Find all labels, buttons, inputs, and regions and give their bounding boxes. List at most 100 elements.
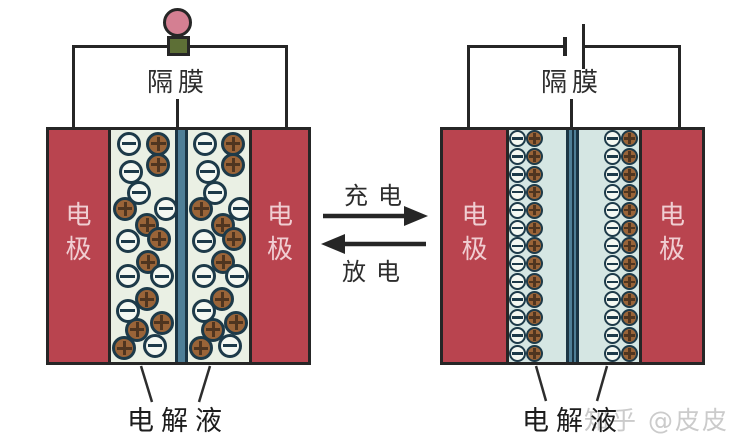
negative-ion bbox=[115, 264, 140, 289]
positive-ion bbox=[526, 219, 543, 237]
left-circuit-wire-right bbox=[285, 45, 288, 128]
negative-ion bbox=[604, 309, 621, 327]
positive-ion bbox=[526, 237, 543, 255]
discharge-arrow bbox=[321, 234, 426, 254]
electrode-label: 电 极 bbox=[443, 118, 506, 350]
positive-ion bbox=[621, 326, 638, 344]
electrolyte-zone-left bbox=[111, 130, 175, 362]
negative-ion bbox=[218, 333, 243, 358]
negative-ion bbox=[604, 255, 621, 273]
negative-ion bbox=[224, 264, 249, 289]
negative-ion bbox=[150, 264, 175, 289]
light-bulb-base-icon bbox=[167, 36, 190, 56]
electrode-right: 电 极 bbox=[639, 130, 702, 362]
positive-ion bbox=[221, 152, 246, 177]
positive-ion bbox=[526, 326, 543, 344]
negative-ion bbox=[509, 183, 526, 201]
electrolyte-gap bbox=[579, 130, 604, 362]
negative-ion bbox=[604, 219, 621, 237]
positive-ion bbox=[211, 250, 236, 275]
negative-ion bbox=[604, 344, 621, 362]
right-circuit-wire-top-left bbox=[467, 45, 566, 48]
positive-ion bbox=[136, 250, 161, 275]
electrode-label-char2: 极 bbox=[658, 235, 685, 265]
electrode-label-char1: 电 bbox=[266, 201, 293, 232]
right-circuit-wire-top-right bbox=[583, 45, 681, 48]
separator-membrane bbox=[566, 130, 579, 362]
electrolyte-pointer-line bbox=[197, 365, 212, 403]
positive-ion bbox=[621, 147, 638, 165]
negative-ion bbox=[509, 255, 526, 273]
electrode-label-char2: 极 bbox=[65, 235, 92, 265]
negative-ion bbox=[604, 326, 621, 344]
separator-membrane bbox=[175, 130, 188, 362]
negative-ion bbox=[116, 229, 141, 254]
positive-ion-column bbox=[621, 130, 639, 362]
electrode-label-char2: 极 bbox=[266, 235, 293, 265]
positive-ion bbox=[146, 152, 171, 177]
separator-label-left: 隔膜 bbox=[146, 68, 209, 98]
electrode-label: 电 极 bbox=[49, 118, 108, 350]
negative-ion bbox=[509, 219, 526, 237]
electrode-label-char1: 电 bbox=[65, 201, 92, 232]
positive-ion bbox=[621, 291, 638, 309]
electrolyte-label-right: 电解液 bbox=[522, 406, 624, 437]
negative-ion bbox=[604, 130, 621, 147]
positive-ion bbox=[621, 183, 638, 201]
positive-ion bbox=[621, 237, 638, 255]
negative-ion bbox=[228, 196, 249, 221]
right-circuit-wire-left bbox=[467, 45, 470, 128]
positive-ion bbox=[526, 147, 543, 165]
negative-ion bbox=[509, 291, 526, 309]
positive-ion bbox=[526, 201, 543, 219]
negative-ion bbox=[604, 201, 621, 219]
electrode-label: 电 极 bbox=[252, 118, 308, 350]
negative-ion-column bbox=[604, 130, 622, 362]
negative-ion bbox=[509, 237, 526, 255]
electrode-left: 电 极 bbox=[49, 130, 111, 362]
positive-ion bbox=[621, 309, 638, 327]
battery-short-plate-icon bbox=[563, 37, 567, 56]
negative-ion bbox=[509, 344, 526, 362]
light-bulb-icon bbox=[163, 8, 192, 37]
electrolyte-pointer-line bbox=[595, 365, 609, 402]
positive-ion bbox=[221, 131, 246, 156]
electrolyte-label-left: 电解液 bbox=[127, 406, 229, 437]
positive-ion bbox=[621, 255, 638, 273]
positive-ion bbox=[224, 310, 249, 335]
electrode-right: 电 极 bbox=[249, 130, 308, 362]
electrolyte-pointer-line bbox=[534, 365, 548, 402]
positive-ion bbox=[621, 130, 638, 147]
positive-ion bbox=[113, 196, 138, 221]
watermark: 知乎 @皮皮 bbox=[584, 406, 729, 435]
discharged-cell: 电 极 电 极 bbox=[46, 127, 311, 365]
negative-ion bbox=[202, 180, 227, 205]
positive-ion bbox=[112, 336, 137, 361]
separator-pointer-left bbox=[176, 99, 179, 127]
electrode-label: 电 极 bbox=[642, 118, 702, 350]
electrode-label-char1: 电 bbox=[461, 201, 488, 232]
discharge-label: 放电 bbox=[342, 258, 410, 286]
positive-ion bbox=[526, 183, 543, 201]
negative-ion bbox=[509, 326, 526, 344]
positive-ion-column bbox=[526, 130, 544, 362]
negative-ion bbox=[509, 147, 526, 165]
right-circuit-wire-right bbox=[678, 45, 681, 128]
positive-ion bbox=[526, 291, 543, 309]
positive-ion bbox=[189, 196, 214, 221]
positive-ion bbox=[188, 336, 213, 361]
positive-ion bbox=[526, 344, 543, 362]
negative-ion bbox=[127, 180, 152, 205]
positive-ion bbox=[526, 165, 543, 183]
negative-ion bbox=[604, 183, 621, 201]
negative-ion bbox=[191, 264, 216, 289]
electrolyte-pointer-line bbox=[139, 365, 154, 403]
negative-ion-column bbox=[509, 130, 527, 362]
negative-ion bbox=[604, 237, 621, 255]
separator-label-right: 隔膜 bbox=[540, 68, 603, 98]
negative-ion bbox=[116, 131, 141, 156]
positive-ion bbox=[149, 310, 174, 335]
charged-cell: 电 极 电 极 bbox=[440, 127, 705, 365]
negative-ion bbox=[604, 291, 621, 309]
